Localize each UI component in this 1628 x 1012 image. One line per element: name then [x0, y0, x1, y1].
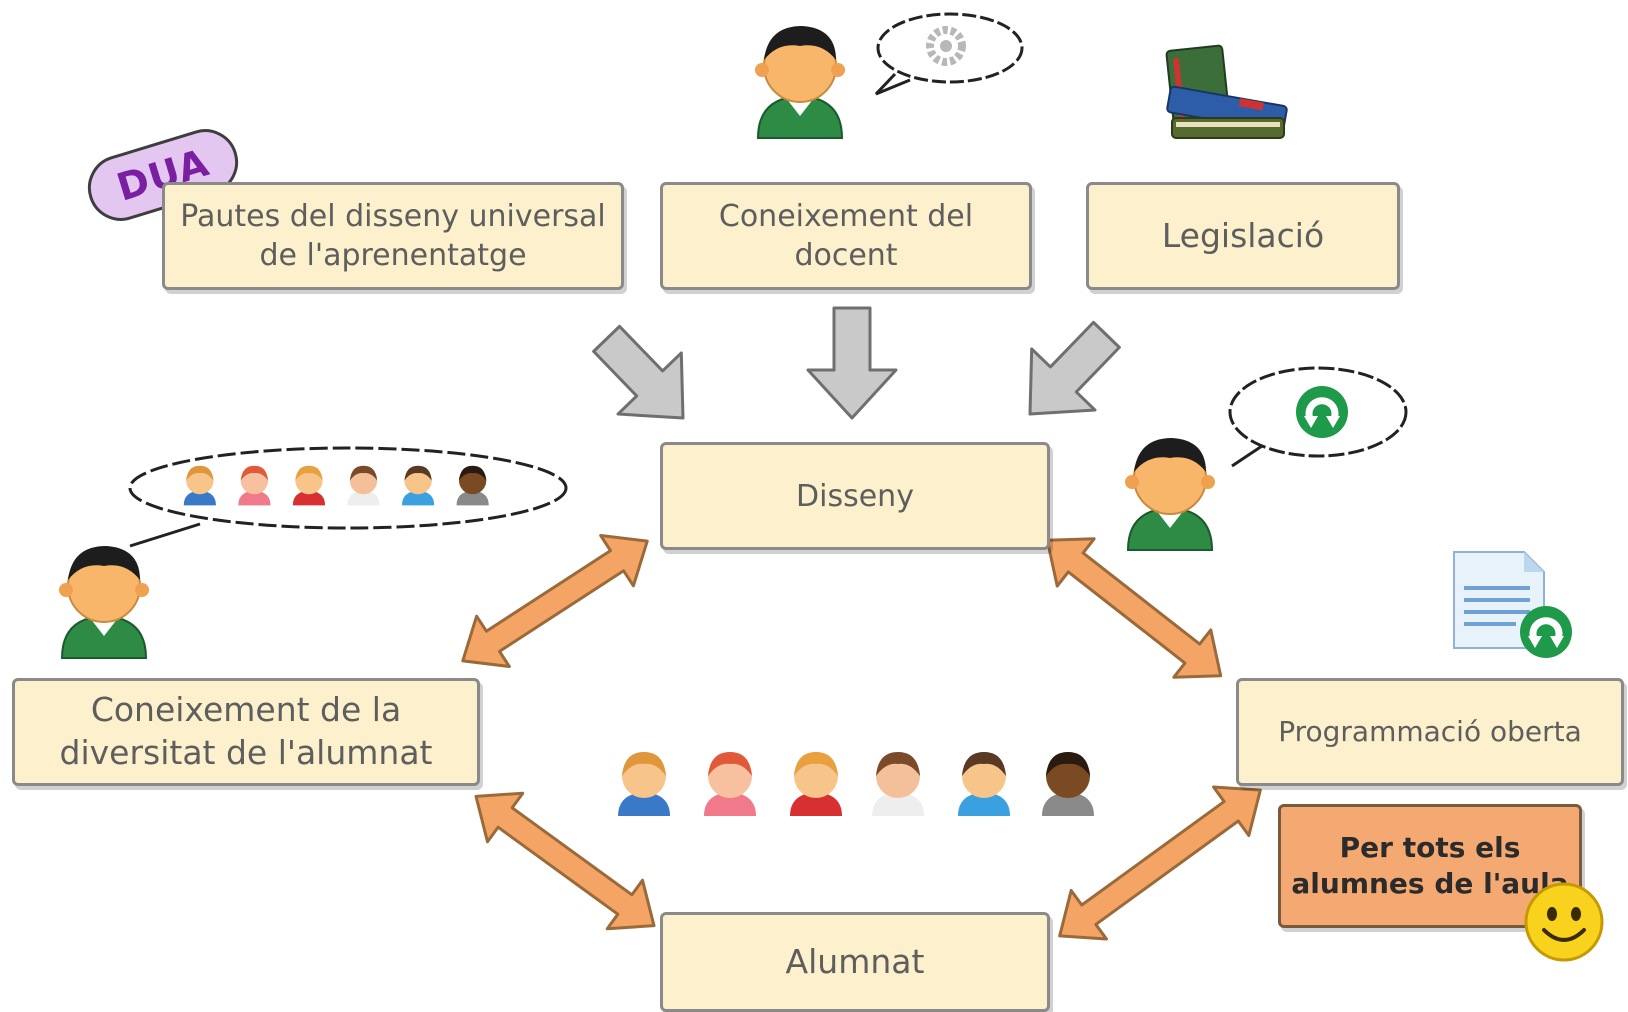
gear-thought-bubble-icon: [874, 12, 1024, 96]
books-icon: [1165, 44, 1288, 139]
double-arrow-disseny-diversitat: [461, 534, 649, 668]
students-thought-bubble-icon: [128, 446, 568, 548]
pautes-box: Pautes del disseny universal de l'aprene…: [162, 182, 624, 290]
double-arrow-disseny-programmacio: [1045, 537, 1223, 679]
refresh-thought-bubble-icon: [1228, 366, 1408, 468]
arrow-docent-to-disseny: [806, 306, 898, 420]
double-arrow-programmacio-alumnat: [1058, 785, 1262, 941]
double-arrow-diversitat-alumnat: [474, 791, 656, 931]
teacher-icon-left: [58, 545, 150, 659]
alumnat-box: Alumnat: [660, 912, 1050, 1012]
arrow-legislacio-to-disseny: [996, 302, 1140, 447]
arrow-pautes-to-disseny: [573, 306, 717, 451]
programmacio-box: Programmació oberta: [1236, 678, 1624, 786]
students-group-icon: [618, 752, 1094, 816]
document-refresh-icon: [1453, 551, 1572, 658]
coneixement-docent-box: Coneixement del docent: [660, 182, 1032, 290]
legislacio-box: Legislació: [1086, 182, 1400, 290]
coneixement-diversitat-box: Coneixement de la diversitat de l'alumna…: [12, 678, 480, 786]
teacher-icon-right: [1124, 437, 1216, 551]
disseny-box: Disseny: [660, 442, 1050, 550]
teacher-icon-top: [754, 25, 846, 139]
smiley-icon: [1524, 882, 1604, 962]
